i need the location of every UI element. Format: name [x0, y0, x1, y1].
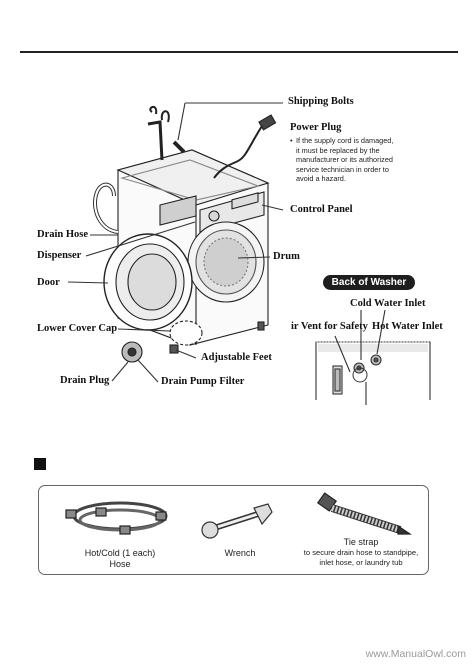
caption-tie-strap-line-1: to secure drain hose to standpipe,	[303, 548, 419, 557]
label-air-vent: ir Vent for Safety	[291, 321, 368, 332]
section-square-bullet	[34, 458, 46, 470]
washer-top-panel	[116, 149, 270, 206]
label-lower-cover-cap: Lower Cover Cap	[37, 323, 118, 334]
dispenser-drawer	[159, 195, 197, 226]
lower-cover-cap-circle	[169, 320, 203, 346]
wrench-art	[201, 503, 273, 539]
watermark: www.ManualOwl.com	[365, 648, 466, 660]
note-bullet: •	[290, 136, 293, 145]
note-line-2: it must be replaced by the	[296, 145, 380, 155]
caption-tie-strap-line-2: inlet hose, or laundry tub	[319, 557, 403, 567]
back-panel-art	[315, 309, 431, 405]
caption-hoses-line-1: Hot/Cold (1 each)	[84, 548, 156, 558]
label-dispenser: Dispenser	[37, 250, 82, 261]
label-door: Door	[37, 277, 60, 288]
shipping-bolts-art	[147, 106, 186, 161]
label-adjustable-feet: Adjustable Feet	[201, 352, 272, 363]
power-plug-note: • If the supply cord is damaged, it must…	[290, 136, 410, 184]
label-drain-hose: Drain Hose	[37, 229, 89, 240]
caption-wrench: Wrench	[224, 548, 256, 558]
hoses-art	[65, 501, 168, 535]
caption-hoses-line-2: Hose	[109, 559, 131, 569]
caption-tie-strap: Tie strap to secure drain hose to standp…	[292, 537, 430, 567]
note-line-5: avoid a hazard.	[296, 174, 346, 184]
label-shipping-bolts: Shipping Bolts	[288, 96, 354, 107]
label-control-panel: Control Panel	[290, 204, 353, 215]
note-line-4: service technician in order to	[296, 164, 389, 174]
label-drain-plug: Drain Plug	[60, 375, 110, 386]
drain-hose-coil	[93, 182, 119, 234]
note-line-1: If the supply cord is damaged,	[296, 136, 394, 145]
label-drum: Drum	[273, 251, 300, 262]
label-drain-pump-filter: Drain Pump Filter	[161, 376, 245, 387]
power-plug-art	[213, 114, 277, 179]
accessories-box	[38, 485, 429, 575]
back-of-washer-badge: Back of Washer	[323, 275, 415, 290]
label-hot-water-inlet: Hot Water Inlet	[372, 321, 443, 332]
label-power-plug: Power Plug	[290, 122, 342, 133]
label-cold-water-inlet: Cold Water Inlet	[350, 298, 426, 309]
top-divider-rule	[20, 51, 458, 53]
tie-strap-art	[316, 492, 412, 535]
note-line-3: manufacturer or its authorized	[296, 155, 393, 165]
caption-hoses: Hot/Cold (1 each) Hose	[70, 548, 170, 570]
caption-tie-strap-title: Tie strap	[343, 537, 379, 547]
